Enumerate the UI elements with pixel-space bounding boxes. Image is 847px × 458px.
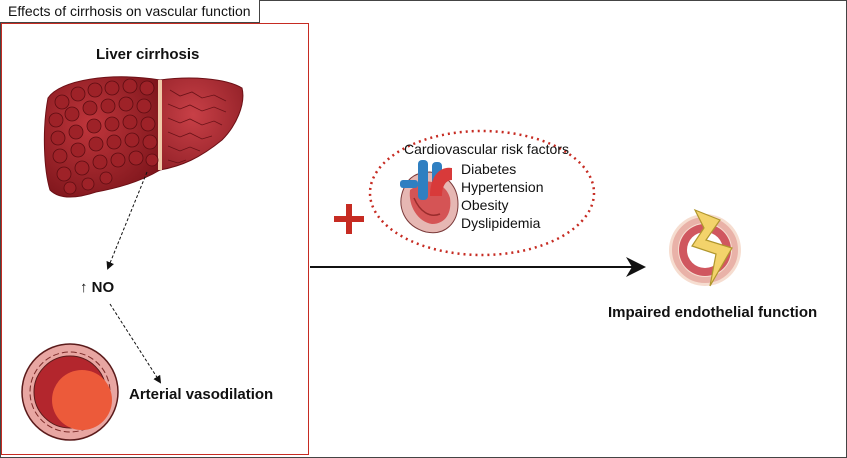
- figure-title: Effects of cirrhosis on vascular functio…: [0, 0, 260, 23]
- liver-nodules: [48, 78, 159, 195]
- liver-to-no-arrow: [106, 171, 148, 270]
- risk-factors-heading: Cardiovascular risk factors: [404, 141, 569, 157]
- risk-factor-item: Obesity: [461, 197, 509, 213]
- liver-cirrhosis-label: Liver cirrhosis: [96, 46, 200, 63]
- risk-factor-item: Hypertension: [461, 179, 544, 195]
- risk-factor-item: Diabetes: [461, 161, 517, 177]
- liver-texture: [167, 89, 227, 164]
- risk-factor-item: Dyslipidemia: [461, 215, 541, 231]
- plus-sign-icon: [334, 204, 364, 234]
- arterial-vasodilation-label: Arterial vasodilation: [129, 386, 274, 403]
- lightning-bolt-icon: [691, 208, 733, 287]
- risk-factors-oval: [368, 129, 596, 257]
- impaired-endothelial-function-label: Impaired endothelial function: [608, 304, 818, 321]
- risk-factors-list: Diabetes Hypertension Obesity Dyslipidem…: [461, 160, 544, 232]
- liver-illustration: [43, 76, 244, 198]
- heart-icon: [400, 160, 459, 234]
- no-to-vasodilation-arrow: [109, 303, 162, 384]
- left-panel: [1, 23, 309, 455]
- no-increase-label: ↑ NO: [80, 279, 115, 296]
- dilated-vessel-icon: [21, 343, 119, 441]
